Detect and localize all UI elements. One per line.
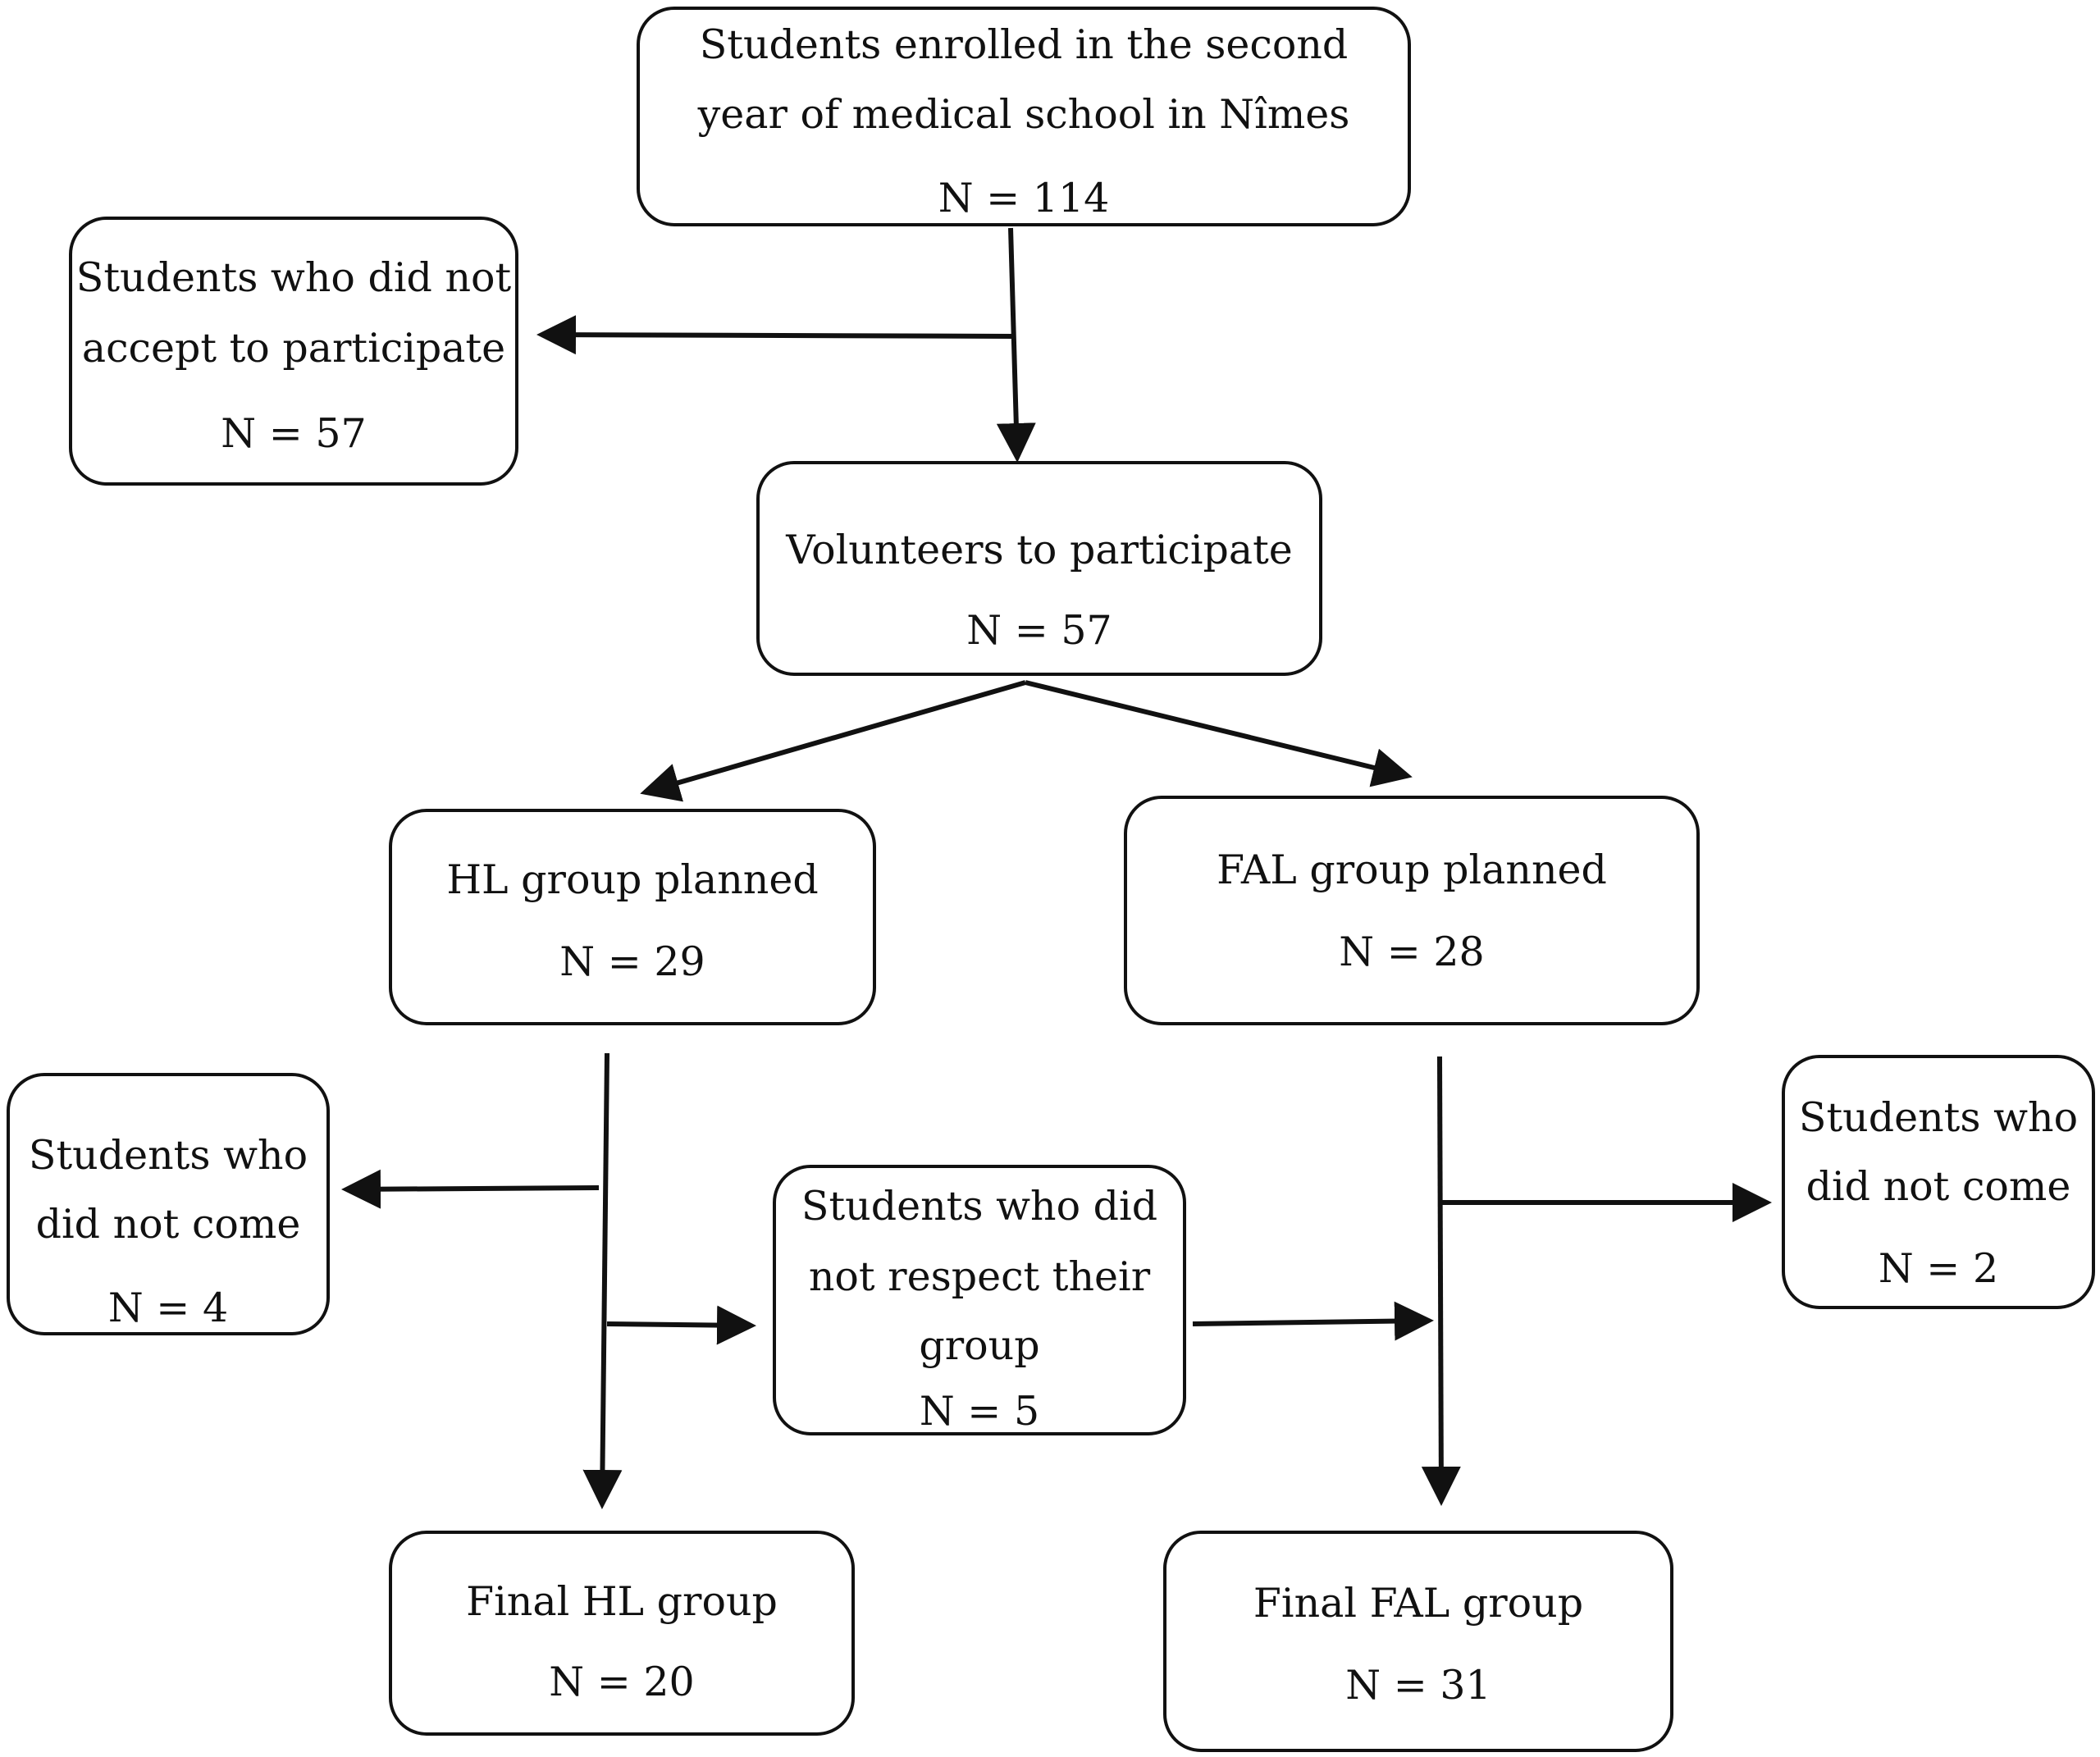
connector-to-switched [606,1305,756,1345]
box-final-hl-label-line-1: Final HL group [466,1578,778,1625]
box-hl-no-show-label-line-1: Students who [28,1132,308,1179]
box-enrolled: Students enrolled in the second year of … [637,7,1411,226]
box-fal-no-show-label-line-2: did not come [1806,1163,2071,1210]
box-hl-no-show: Students who did not come N = 4 [7,1073,330,1335]
box-fal-no-show-label-line-1: Students who [1798,1094,2079,1141]
box-hl-planned-count: N = 29 [559,938,705,985]
box-switched-group-count: N = 5 [919,1388,1040,1435]
connector-to-hl-planned [640,680,1026,802]
box-declined-count: N = 57 [221,410,367,457]
box-declined: Students who did not accept to participa… [69,217,518,486]
box-switched-group-label-line-1: Students who did [801,1183,1158,1230]
box-hl-no-show-count: N = 4 [107,1285,229,1331]
box-volunteers-count: N = 57 [966,607,1112,654]
box-final-hl: Final HL group N = 20 [389,1531,855,1736]
box-declined-label-line-2: accept to participate [81,325,506,372]
box-final-fal-label-line-1: Final FAL group [1253,1580,1584,1627]
box-final-fal: Final FAL group N = 31 [1163,1531,1673,1752]
box-volunteers-label-line-1: Volunteers to participate [786,527,1293,573]
connector-hl-trunk [582,1052,623,1509]
box-hl-planned-label-line-1: HL group planned [446,856,819,903]
connector-to-hl-no-show [341,1169,600,1209]
box-switched-group-label-line-3: group [919,1322,1040,1369]
box-switched-group-label-line-2: not respect their [808,1253,1151,1300]
box-final-hl-count: N = 20 [549,1659,695,1705]
box-enrolled-count: N = 114 [938,175,1110,221]
box-enrolled-label-line-2: year of medical school in Nîmes [697,91,1350,138]
box-fal-planned: FAL group planned N = 28 [1124,796,1700,1025]
box-final-fal-count: N = 31 [1345,1662,1491,1709]
box-enrolled-label-line-1: Students enrolled in the second [699,21,1349,68]
box-hl-no-show-label-line-2: did not come [35,1201,301,1248]
connector-to-declined [536,315,1013,355]
box-hl-planned: HL group planned N = 29 [389,809,876,1025]
box-declined-label-line-1: Students who did not [75,254,512,301]
connector-enrolled-down [996,227,1036,463]
connector-from-switched [1192,1301,1434,1341]
box-fal-no-show: Students who did not come N = 2 [1782,1055,2095,1309]
connector-fal-trunk [1421,1056,1461,1506]
connector-to-fal-planned [1025,680,1413,787]
box-fal-planned-count: N = 28 [1339,929,1485,975]
box-fal-planned-label-line-1: FAL group planned [1217,847,1607,893]
box-volunteers: Volunteers to participate N = 57 [756,461,1322,676]
box-switched-group: Students who did not respect their group… [773,1165,1186,1435]
box-fal-no-show-count: N = 2 [1878,1245,1999,1292]
